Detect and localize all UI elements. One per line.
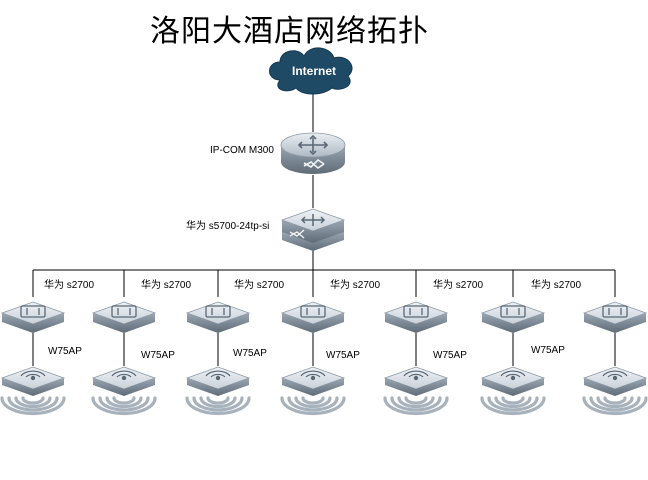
- access-switch-label-3: 华为 s2700: [234, 280, 285, 291]
- wireless-signal-icon: [0, 396, 66, 416]
- access-switch-label-5: 华为 s2700: [433, 280, 484, 291]
- access-switch-label-4: 华为 s2700: [330, 280, 381, 291]
- access-point-icon: [0, 366, 66, 396]
- core-switch-label: 华为 s5700-24tp-si: [186, 221, 270, 232]
- internet-cloud-icon: [269, 47, 353, 95]
- wireless-signal-icon: [383, 396, 449, 416]
- access-switch-label-6: 华为 s2700: [531, 280, 582, 291]
- access-point-label-2: W75AP: [141, 350, 175, 361]
- access-switch-icon: [280, 301, 346, 333]
- wireless-signal-icon: [582, 396, 648, 416]
- access-switch-label-2: 华为 s2700: [141, 280, 192, 291]
- access-point-icon: [480, 366, 546, 396]
- access-point-label-6: W75AP: [531, 345, 565, 356]
- access-point-icon: [185, 366, 251, 396]
- access-point-label-4: W75AP: [326, 350, 360, 361]
- access-branch: [0, 270, 66, 416]
- router-label: IP-COM M300: [210, 145, 274, 156]
- wireless-signal-icon: [91, 396, 157, 416]
- access-switch-icon: [480, 301, 546, 333]
- access-switch-icon: [0, 301, 66, 333]
- access-switch-label-1: 华为 s2700: [44, 280, 95, 291]
- core-switch-icon: [280, 208, 346, 251]
- page-title: 洛阳大酒店网络拓扑: [150, 14, 429, 49]
- access-point-label-1: W75AP: [48, 346, 82, 357]
- access-point-icon: [91, 366, 157, 396]
- access-branch: [185, 270, 251, 416]
- wireless-signal-icon: [185, 396, 251, 416]
- access-point-icon: [280, 366, 346, 396]
- wireless-signal-icon: [480, 396, 546, 416]
- access-point-icon: [582, 366, 648, 396]
- access-branch: [280, 270, 346, 416]
- access-branch: [480, 270, 546, 416]
- access-switch-icon: [582, 301, 648, 333]
- router-icon: [280, 132, 346, 174]
- access-switch-icon: [383, 301, 449, 333]
- access-switch-icon: [91, 301, 157, 333]
- access-branch: [91, 270, 157, 416]
- internet-label: Internet: [292, 64, 336, 78]
- access-point-label-3: W75AP: [233, 348, 267, 359]
- access-point-icon: [383, 366, 449, 396]
- access-branch: [582, 270, 648, 416]
- access-switch-icon: [185, 301, 251, 333]
- access-layer: [0, 270, 648, 416]
- access-point-label-5: W75AP: [433, 350, 467, 361]
- access-branch: [383, 270, 449, 416]
- network-links: [33, 90, 615, 271]
- wireless-signal-icon: [280, 396, 346, 416]
